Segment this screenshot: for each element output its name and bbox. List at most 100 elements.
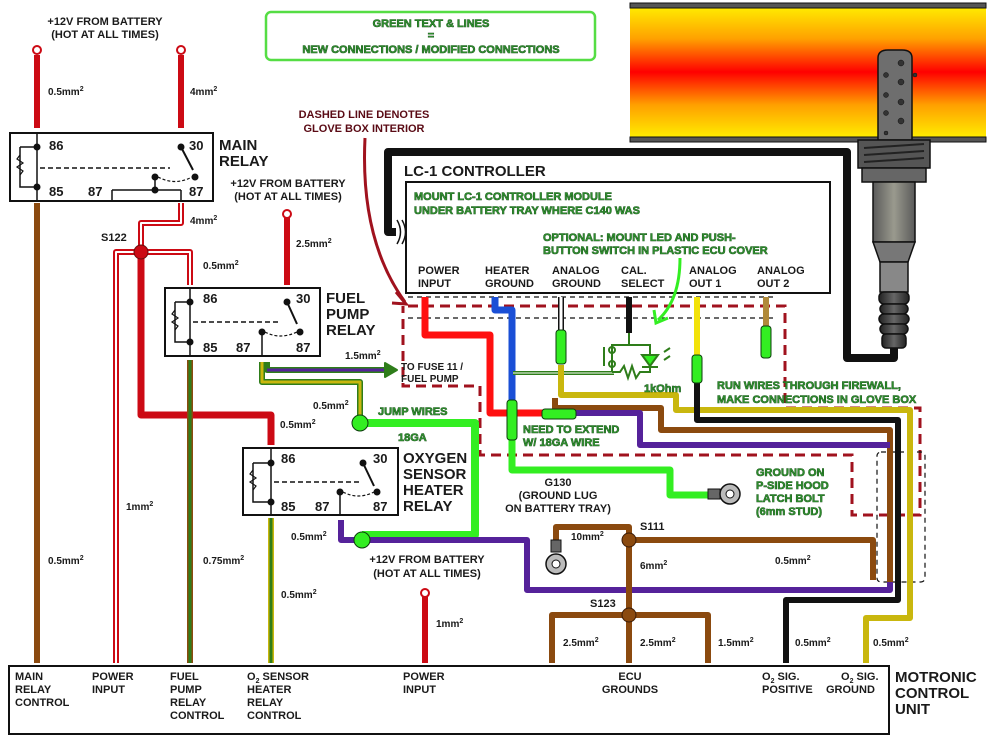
lc1-pin-labels: POWER INPUT HEATER GROUND ANALOG GROUND … [418, 265, 805, 290]
g130-label-1: G130 [545, 477, 572, 489]
firewall-note-1: RUN WIRES THROUGH FIREWALL, [717, 380, 901, 392]
g130-label-3: ON BATTERY TRAY) [505, 503, 611, 515]
svg-text:INPUT: INPUT [418, 278, 451, 290]
ecu-title-1: MOTRONIC [895, 669, 977, 686]
lc1-connector [408, 296, 775, 319]
battery-label-2b: (HOT AT ALL TIMES) [234, 191, 342, 203]
svg-text:HEATER: HEATER [247, 684, 291, 696]
lc1-pin-heater-ground: HEATER [485, 265, 529, 277]
svg-text:2.5mm2: 2.5mm2 [296, 238, 332, 250]
ecu-pin-main-relay-control: MAIN [15, 671, 43, 683]
svg-text:0.5mm2: 0.5mm2 [775, 555, 811, 567]
svg-text:10mm2: 10mm2 [571, 531, 604, 543]
svg-text:RELAY: RELAY [170, 697, 207, 709]
ecu-pin-grounds: ECU [618, 671, 641, 683]
o2-relay-pin-87b: 87 [373, 499, 387, 514]
splice-s123-label: S123 [590, 598, 616, 610]
firewall-note-2: MAKE CONNECTIONS IN GLOVE BOX [717, 394, 917, 406]
ecu-title-2: CONTROL [895, 685, 969, 702]
ground-lug-g130-icon [545, 539, 567, 575]
main-relay: 86 85 87 30 87 [9, 132, 214, 202]
lc1-mount-note-2: UNDER BATTERY TRAY WHERE C140 WAS [414, 205, 640, 217]
splice-s122 [133, 244, 149, 260]
splice-s111 [621, 532, 637, 548]
o2-relay-pin-30: 30 [373, 451, 387, 466]
main-relay-pin-87b: 87 [189, 184, 203, 199]
legend-line-3: NEW CONNECTIONS / MODIFIED CONNECTIONS [302, 44, 559, 56]
svg-text:CONTROL: CONTROL [15, 697, 70, 709]
fuel-relay-name-1: FUEL [326, 290, 365, 307]
ground-on-note-1: GROUND ON [756, 467, 825, 479]
resistor-label: 1kOhm [644, 383, 682, 395]
ecu-pin-power-input-2: POWER [403, 671, 445, 683]
ecu-pin-fuel-pump-relay-control: FUEL [170, 671, 199, 683]
18ga-note: 18GA [398, 432, 427, 444]
svg-text:GROUND: GROUND [485, 278, 534, 290]
lc1-pin-analog-ground: ANALOG [552, 265, 600, 277]
svg-text:OUT 2: OUT 2 [757, 278, 789, 290]
lc1-title: LC-1 CONTROLLER [404, 163, 546, 180]
optional-note-2: BUTTON SWITCH IN PLASTIC ECU COVER [543, 245, 768, 257]
svg-text:0.5mm2: 0.5mm2 [291, 531, 327, 543]
main-relay-name-1: MAIN [219, 137, 257, 154]
o2-relay-pin-86: 86 [281, 451, 295, 466]
sensor-cable [384, 148, 898, 362]
lc1-pin-analog-out-1: ANALOG [689, 265, 737, 277]
fuel-relay-pin-86: 86 [203, 291, 217, 306]
battery-terminals [32, 45, 430, 598]
dashed-note-line-2: GLOVE BOX INTERIOR [303, 123, 424, 135]
legend-line-2: = [428, 30, 434, 42]
wires [34, 55, 913, 663]
fuel-relay-pin-30: 30 [296, 291, 310, 306]
motronic-ecu: MAIN RELAY CONTROL POWER INPUT FUEL PUMP… [8, 665, 890, 735]
optional-note-1: OPTIONAL: MOUNT LED AND PUSH- [543, 232, 736, 244]
optional-arrow [656, 257, 682, 322]
svg-text:0.5mm2: 0.5mm2 [203, 260, 239, 272]
svg-text:1.5mm2: 1.5mm2 [345, 350, 381, 362]
o2-relay-pin-85: 85 [281, 499, 295, 514]
battery-label-3a: +12V FROM BATTERY [369, 554, 485, 566]
svg-text:1mm2: 1mm2 [436, 618, 463, 630]
main-relay-pin-85: 85 [49, 184, 63, 199]
svg-text:4mm2: 4mm2 [190, 86, 217, 98]
svg-text:GROUNDS: GROUNDS [602, 684, 658, 696]
lc1-pin-analog-out-2: ANALOG [757, 265, 805, 277]
splice-s111-label: S111 [640, 521, 664, 533]
lc1-pin-power-input: POWER [418, 265, 460, 277]
svg-text:0.5mm2: 0.5mm2 [48, 555, 84, 567]
svg-text:0.5mm2: 0.5mm2 [48, 86, 84, 98]
ground-on-note-4: (6mm STUD) [756, 506, 822, 518]
svg-text:1.5mm2: 1.5mm2 [718, 637, 754, 649]
led-switch-icon [603, 333, 671, 382]
o2-relay-name-3: HEATER [403, 482, 464, 499]
ecu-pin-o2-heater-relay-control: O2 SENSOR [247, 671, 309, 685]
lc1-mount-note-1: MOUNT LC-1 CONTROLLER MODULE [414, 191, 612, 203]
svg-text:INPUT: INPUT [92, 684, 125, 696]
fuse-label-2: FUEL PUMP [401, 374, 459, 385]
svg-text:PUMP: PUMP [170, 684, 202, 696]
svg-text:INPUT: INPUT [403, 684, 436, 696]
fuse-label-1: TO FUSE 11 / [401, 362, 463, 373]
fuel-pump-relay: 86 85 87 30 87 [164, 287, 321, 357]
dashed-note-line-1: DASHED LINE DENOTES [299, 109, 430, 121]
svg-text:0.5mm2: 0.5mm2 [873, 637, 909, 649]
svg-text:RELAY: RELAY [15, 684, 52, 696]
svg-text:0.5mm2: 0.5mm2 [795, 637, 831, 649]
dashed-note-arrow [363, 137, 407, 303]
splice-s122-label: S122 [101, 232, 127, 244]
jump-splice-1 [351, 414, 369, 432]
fuel-relay-name-3: RELAY [326, 322, 375, 339]
g130-label-2: (GROUND LUG [519, 490, 598, 502]
fuel-relay-name-2: PUMP [326, 306, 369, 323]
svg-text:1mm2: 1mm2 [126, 501, 153, 513]
svg-text:GROUND: GROUND [552, 278, 601, 290]
svg-text:GROUND: GROUND [826, 684, 875, 696]
lc1-controller-box [405, 181, 831, 294]
main-relay-pin-87a: 87 [88, 184, 102, 199]
battery-label-1a: +12V FROM BATTERY [47, 16, 163, 28]
fuel-relay-pin-87b: 87 [296, 340, 310, 355]
o2-relay-pin-87a: 87 [315, 499, 329, 514]
ecu-title-3: UNIT [895, 701, 930, 718]
o2-relay-name-4: RELAY [403, 498, 452, 515]
svg-text:OUT 1: OUT 1 [689, 278, 721, 290]
